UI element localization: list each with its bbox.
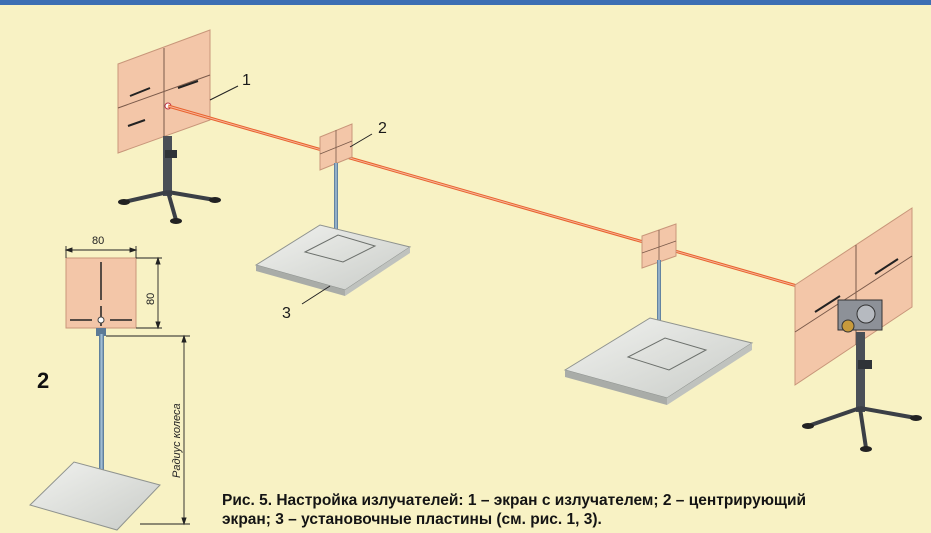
inset-width-dimension: 80 <box>92 235 105 247</box>
label-leaders <box>209 85 373 305</box>
figure-caption: Рис. 5. Настройка излучателей: 1 – экран… <box>222 491 928 529</box>
caption-line-1: Рис. 5. Настройка излучателей: 1 – экран… <box>222 492 807 509</box>
mounting-plate-near <box>254 224 412 296</box>
inset-dimension-lines <box>64 246 190 526</box>
top-rule <box>0 0 931 5</box>
label-centering-screen: 2 <box>378 120 387 137</box>
right-emitter-screen <box>794 207 913 386</box>
inset-figure-number: 2 <box>37 368 50 393</box>
inset-wheel-radius-label: Радиус колеса <box>171 403 183 478</box>
caption-line-2: экран; 3 – установочные пластины (см. ри… <box>222 511 602 528</box>
left-emitter-screen <box>117 29 211 154</box>
inset-height-dimension: 80 <box>145 292 157 305</box>
inset-centering-screen <box>65 257 137 500</box>
mounting-plate-far <box>563 317 754 405</box>
laser-beam <box>167 104 861 306</box>
label-mounting-plate: 3 <box>282 305 291 322</box>
centering-screen-far <box>641 223 677 360</box>
inset-mounting-plate <box>29 461 161 531</box>
right-tripod-stand <box>802 332 922 452</box>
left-tripod-stand <box>118 136 221 224</box>
centering-screen-near <box>319 123 353 253</box>
label-screen-emitter: 1 <box>242 72 251 89</box>
